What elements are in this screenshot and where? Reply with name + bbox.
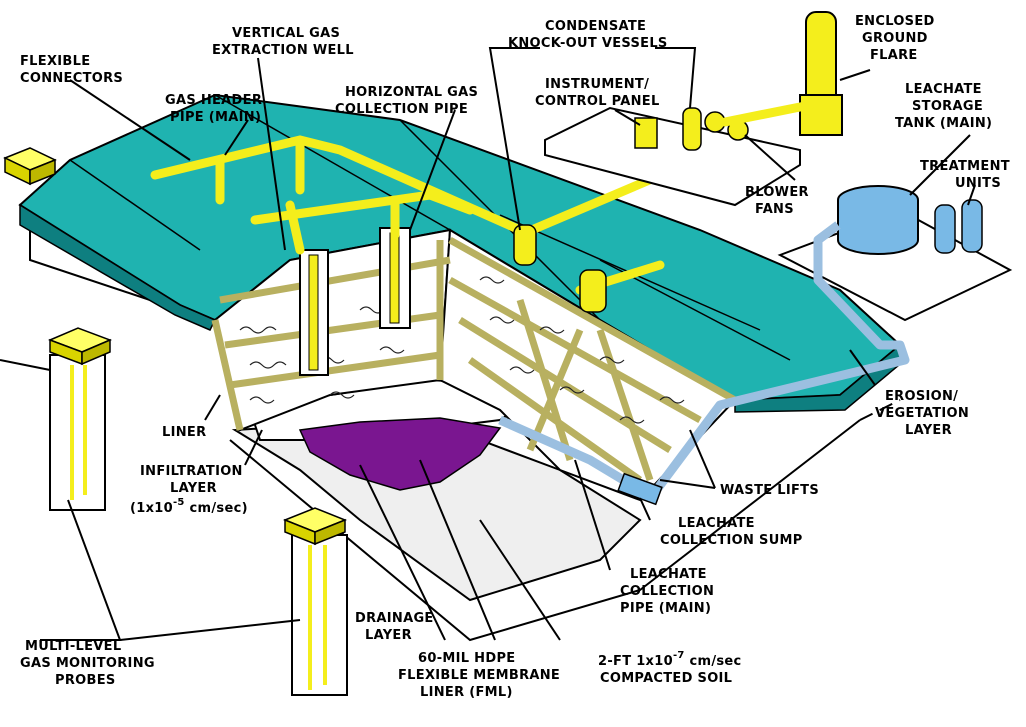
- label-waste-lifts: WASTE LIFTS: [720, 483, 819, 498]
- liner-bands: [211, 236, 737, 483]
- svg-text:UNITS: UNITS: [955, 176, 1001, 191]
- svg-text:COLLECTION PIPE: COLLECTION PIPE: [335, 102, 468, 117]
- svg-text:LEACHATE: LEACHATE: [630, 567, 707, 582]
- label-vertical-gas-well: VERTICAL GAS EXTRACTION WELL: [212, 26, 354, 58]
- vertical-well-pipe: [308, 254, 319, 371]
- svg-text:PIPE (MAIN): PIPE (MAIN): [170, 110, 261, 125]
- label-gas-header: GAS HEADER PIPE (MAIN): [165, 93, 262, 125]
- svg-text:VERTICAL GAS: VERTICAL GAS: [232, 26, 340, 41]
- cap-front-face: [19, 203, 217, 331]
- svg-text:GAS HEADER: GAS HEADER: [165, 93, 262, 108]
- svg-text:DRAINAGE: DRAINAGE: [355, 611, 434, 626]
- label-horizontal-pipe: HORIZONTAL GAS COLLECTION PIPE: [335, 85, 478, 117]
- svg-text:INFILTRATION: INFILTRATION: [140, 464, 243, 479]
- svg-text:PIPE (MAIN): PIPE (MAIN): [620, 601, 711, 616]
- label-enclosed-flare: ENCLOSED GROUND FLARE: [855, 14, 935, 63]
- knockout-vessel-2: [579, 269, 607, 313]
- svg-text:TREATMENT: TREATMENT: [920, 159, 1010, 174]
- svg-text:EXTRACTION WELL: EXTRACTION WELL: [212, 43, 354, 58]
- probe-left: [47, 327, 113, 511]
- svg-text:ENCLOSED: ENCLOSED: [855, 14, 935, 29]
- horizontal-well-pipe: [389, 232, 400, 324]
- leachate-sump: [617, 472, 663, 506]
- svg-text:COLLECTION SUMP: COLLECTION SUMP: [660, 533, 803, 548]
- svg-text:MULTI-LEVEL: MULTI-LEVEL: [25, 639, 121, 654]
- svg-text:LAYER: LAYER: [170, 481, 217, 496]
- svg-text:PROBES: PROBES: [55, 673, 116, 688]
- label-leachate-sump: LEACHATE COLLECTION SUMP: [660, 516, 803, 548]
- infiltration-rate: (1x10-5 cm/sec): [130, 497, 248, 516]
- svg-text:FLARE: FLARE: [870, 48, 918, 63]
- soil-rate: 2-FT 1x10-7 cm/sec: [598, 650, 742, 669]
- svg-text:TANK (MAIN): TANK (MAIN): [895, 116, 992, 131]
- probe-bottom: [282, 507, 348, 696]
- svg-text:LINER (FML): LINER (FML): [420, 685, 513, 700]
- svg-text:GROUND: GROUND: [862, 31, 928, 46]
- label-leachate-storage: LEACHATE STORAGE TANK (MAIN): [895, 82, 992, 131]
- label-instrument-panel: INSTRUMENT/ CONTROL PANEL: [535, 77, 660, 109]
- svg-text:FLEXIBLE MEMBRANE: FLEXIBLE MEMBRANE: [398, 668, 560, 683]
- svg-text:COLLECTION: COLLECTION: [620, 584, 714, 599]
- svg-text:CONDENSATE: CONDENSATE: [545, 19, 646, 34]
- leader-lines: [40, 47, 976, 641]
- label-liner: LINER: [162, 425, 206, 440]
- svg-text:60-MIL HDPE: 60-MIL HDPE: [418, 651, 515, 666]
- monitoring-box-cap: [3, 147, 57, 186]
- svg-text:LAYER: LAYER: [905, 423, 952, 438]
- svg-text:COMPACTED SOIL: COMPACTED SOIL: [600, 671, 732, 686]
- svg-text:LEACHATE: LEACHATE: [905, 82, 982, 97]
- label-flexible-connectors: FLEXIBLE CONNECTORS: [20, 54, 123, 86]
- instrument-panel: [634, 117, 658, 149]
- label-fml: 60-MIL HDPE FLEXIBLE MEMBRANE LINER (FML…: [398, 651, 560, 700]
- svg-text:WASTE LIFTS: WASTE LIFTS: [720, 483, 819, 498]
- treatment-unit-2: [961, 199, 983, 253]
- facility-pad-1: [544, 106, 801, 207]
- svg-text:INSTRUMENT/: INSTRUMENT/: [545, 77, 649, 92]
- label-compacted-soil: 2-FT 1x10-7 cm/sec COMPACTED SOIL: [598, 650, 742, 686]
- label-monitoring-probes: MULTI-LEVEL GAS MONITORING PROBES: [20, 639, 155, 688]
- svg-text:GAS MONITORING: GAS MONITORING: [20, 656, 155, 671]
- fml-liner-shape: [298, 417, 502, 491]
- label-erosion-layer: EROSION/ VEGETATION LAYER: [875, 389, 969, 438]
- label-condensate-vessels: CONDENSATE KNOCK-OUT VESSELS: [508, 19, 668, 51]
- svg-text:EROSION/: EROSION/: [885, 389, 958, 404]
- svg-text:BLOWER: BLOWER: [745, 185, 809, 200]
- svg-text:STORAGE: STORAGE: [912, 99, 983, 114]
- flare-base: [799, 94, 843, 136]
- svg-text:FANS: FANS: [755, 202, 794, 217]
- svg-text:VEGETATION: VEGETATION: [875, 406, 969, 421]
- svg-text:KNOCK-OUT VESSELS: KNOCK-OUT VESSELS: [508, 36, 668, 51]
- panel-vessel: [682, 107, 702, 151]
- svg-text:CONNECTORS: CONNECTORS: [20, 71, 123, 86]
- treatment-unit-1: [934, 204, 956, 254]
- svg-text:LAYER: LAYER: [365, 628, 412, 643]
- leachate-tank-body: [837, 200, 919, 255]
- label-blower-fans: BLOWER FANS: [745, 185, 809, 217]
- svg-text:LINER: LINER: [162, 425, 206, 440]
- label-drainage: DRAINAGE LAYER: [355, 611, 434, 643]
- svg-text:FLEXIBLE: FLEXIBLE: [20, 54, 90, 69]
- flare-pipe: [720, 100, 815, 127]
- label-treatment-units: TREATMENT UNITS: [920, 159, 1010, 191]
- knockout-vessel-1: [513, 224, 537, 266]
- label-infiltration: INFILTRATION LAYER (1x10-5 cm/sec): [130, 464, 248, 516]
- label-leachate-pipe: LEACHATE COLLECTION PIPE (MAIN): [620, 567, 714, 616]
- svg-text:CONTROL PANEL: CONTROL PANEL: [535, 94, 660, 109]
- svg-text:LEACHATE: LEACHATE: [678, 516, 755, 531]
- svg-text:HORIZONTAL GAS: HORIZONTAL GAS: [345, 85, 478, 100]
